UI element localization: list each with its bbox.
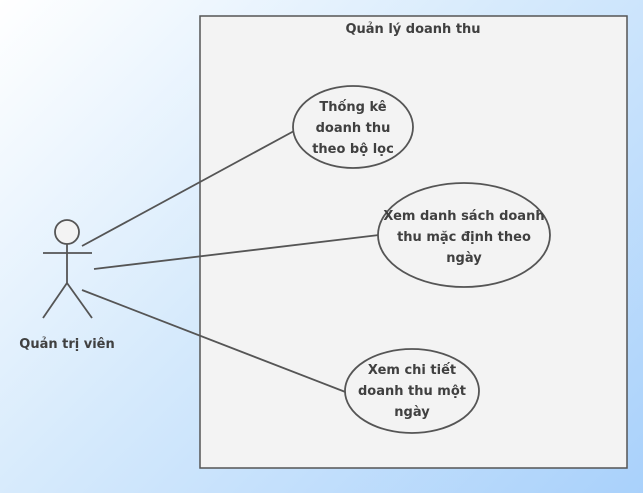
use-case-label-line: theo bộ lọc xyxy=(312,142,394,157)
association-line-xem-danh-sach[interactable] xyxy=(93,234,380,270)
use-case-label-line: doanh thu một xyxy=(358,384,466,399)
actor-right-leg xyxy=(66,282,93,319)
actor-left-leg xyxy=(42,282,68,319)
use-case-label-line: thu mặc định theo xyxy=(397,230,531,245)
use-case-label-line: Thống kê xyxy=(319,100,386,115)
use-case-label-line: Xem chi tiết xyxy=(368,363,456,378)
use-case-thong-ke[interactable]: Thống kê doanh thu theo bộ lọc xyxy=(292,85,414,169)
association-line-thong-ke[interactable] xyxy=(81,130,295,247)
actor-label: Quản trị viên xyxy=(19,337,114,352)
use-case-ellipse xyxy=(292,85,414,169)
actor[interactable]: Quản trị viên xyxy=(19,219,115,352)
use-case-xem-chi-tiet[interactable]: Xem chi tiết doanh thu một ngày xyxy=(344,348,480,434)
use-case-label-line: ngày xyxy=(446,251,482,266)
use-case-ellipse xyxy=(377,182,551,288)
use-case-label-line: ngày xyxy=(394,405,430,420)
use-case-xem-danh-sach[interactable]: Xem danh sách doanh thu mặc định theo ng… xyxy=(377,182,551,288)
use-case-ellipse xyxy=(344,348,480,434)
use-case-label-line: doanh thu xyxy=(316,121,391,136)
association-line-xem-chi-tiet[interactable] xyxy=(81,289,349,394)
actor-head xyxy=(54,219,80,245)
system-title: Quản lý doanh thu xyxy=(345,22,480,37)
use-case-label-line: Xem danh sách doanh xyxy=(383,209,544,224)
